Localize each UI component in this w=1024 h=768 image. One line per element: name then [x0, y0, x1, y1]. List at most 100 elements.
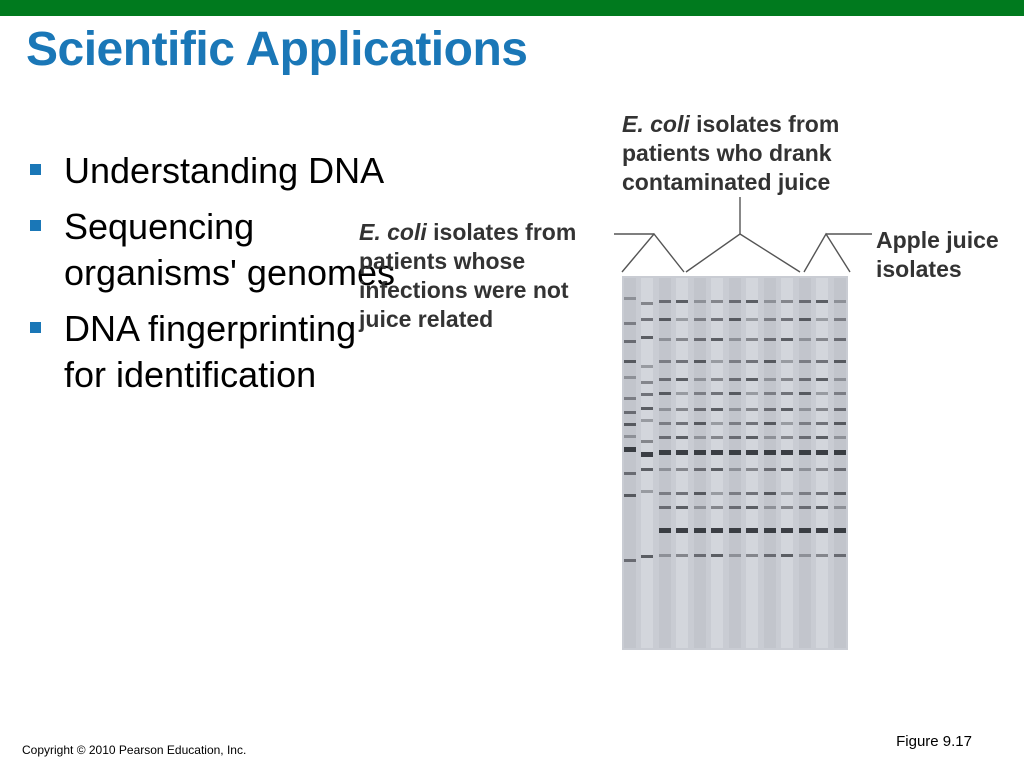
- gel-band: [676, 554, 688, 557]
- gel-band: [641, 302, 653, 305]
- gel-band: [676, 450, 688, 455]
- gel-band: [659, 338, 671, 341]
- label-text: isolates from patients who drank contami…: [622, 111, 840, 195]
- gel-band: [781, 492, 793, 495]
- gel-band: [676, 436, 688, 439]
- gel-band: [799, 360, 811, 363]
- gel-band: [799, 422, 811, 425]
- gel-band: [746, 528, 758, 533]
- label-text: isolates from patients whose infections …: [359, 219, 577, 332]
- gel-band: [781, 528, 793, 533]
- gel-band: [659, 528, 671, 533]
- copyright-notice: Copyright © 2010 Pearson Education, Inc.: [22, 743, 247, 757]
- gel-band: [746, 378, 758, 381]
- gel-band: [694, 422, 706, 425]
- gel-band: [764, 408, 776, 411]
- gel-band: [764, 492, 776, 495]
- gel-band: [729, 318, 741, 321]
- gel-band: [676, 378, 688, 381]
- label-species: E. coli: [622, 111, 690, 137]
- gel-band: [781, 408, 793, 411]
- gel-band: [659, 408, 671, 411]
- gel-band: [764, 300, 776, 303]
- gel-band: [764, 528, 776, 533]
- gel-band: [746, 318, 758, 321]
- gel-band: [799, 554, 811, 557]
- bullet-text: Understanding DNA: [64, 150, 385, 191]
- gel-band: [659, 392, 671, 395]
- top-bar: [0, 0, 1024, 16]
- gel-band: [781, 554, 793, 557]
- gel-band: [781, 468, 793, 471]
- gel-band: [799, 528, 811, 533]
- gel-band: [624, 340, 636, 343]
- gel-lane: [711, 278, 723, 648]
- gel-lane: [694, 278, 706, 648]
- gel-band: [676, 300, 688, 303]
- gel-band: [816, 360, 828, 363]
- gel-band: [641, 365, 653, 368]
- square-bullet-icon: [30, 164, 41, 175]
- gel-band: [694, 436, 706, 439]
- gel-band: [799, 450, 811, 455]
- label-text: Apple juice isolates: [876, 227, 999, 282]
- gel-band: [764, 422, 776, 425]
- gel-band: [676, 338, 688, 341]
- gel-band: [676, 422, 688, 425]
- gel-lane: [816, 278, 828, 648]
- bracket-group1: [685, 233, 801, 273]
- gel-band: [816, 492, 828, 495]
- gel-band: [659, 378, 671, 381]
- gel-band: [694, 378, 706, 381]
- gel-band: [764, 392, 776, 395]
- gel-band: [659, 506, 671, 509]
- gel-band: [799, 300, 811, 303]
- figure-brackets: [614, 197, 872, 273]
- gel-band: [641, 468, 653, 471]
- gel-band: [799, 492, 811, 495]
- gel-band: [764, 436, 776, 439]
- gel-band: [624, 472, 636, 475]
- gel-band: [694, 318, 706, 321]
- gel-band: [764, 506, 776, 509]
- gel-lane: [799, 278, 811, 648]
- gel-band: [781, 436, 793, 439]
- gel-band: [764, 468, 776, 471]
- gel-band: [694, 338, 706, 341]
- gel-lane: [834, 278, 846, 648]
- gel-band: [816, 422, 828, 425]
- gel-band: [834, 300, 846, 303]
- gel-band: [711, 378, 723, 381]
- gel-band: [729, 436, 741, 439]
- gel-band: [711, 436, 723, 439]
- gel-band: [624, 494, 636, 497]
- gel-band: [711, 422, 723, 425]
- gel-band: [834, 506, 846, 509]
- gel-band: [659, 468, 671, 471]
- gel-band: [764, 338, 776, 341]
- gel-band: [764, 360, 776, 363]
- gel-band: [834, 436, 846, 439]
- gel-band: [641, 393, 653, 396]
- gel-lane: [729, 278, 741, 648]
- gel-band: [799, 468, 811, 471]
- gel-band: [746, 300, 758, 303]
- gel-band: [676, 468, 688, 471]
- gel-band: [676, 506, 688, 509]
- gel-band: [816, 528, 828, 533]
- gel-band: [641, 490, 653, 493]
- gel-band: [659, 422, 671, 425]
- gel-band: [729, 554, 741, 557]
- gel-band: [764, 554, 776, 557]
- gel-band: [624, 411, 636, 414]
- gel-band: [624, 376, 636, 379]
- gel-band: [711, 528, 723, 533]
- gel-band: [694, 468, 706, 471]
- gel-band: [746, 392, 758, 395]
- gel-band: [834, 360, 846, 363]
- gel-lane: [781, 278, 793, 648]
- gel-band: [694, 554, 706, 557]
- gel-band: [624, 397, 636, 400]
- gel-lanes: [624, 278, 846, 648]
